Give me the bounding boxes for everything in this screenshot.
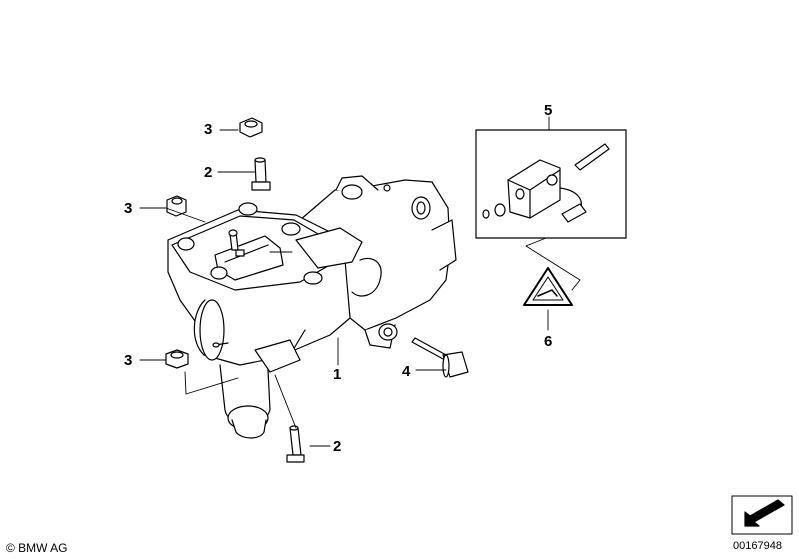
warning-label <box>523 267 573 306</box>
leader-lines <box>139 116 581 447</box>
bolt-top <box>251 157 271 191</box>
diagram-id: 00167948 <box>733 540 782 552</box>
hex-nut-top <box>239 117 263 138</box>
callout-5: 5 <box>544 102 553 119</box>
callout-2-bottom: 2 <box>333 438 342 455</box>
bolt-bottom <box>286 425 305 463</box>
copyright-text: © BMW AG <box>6 541 68 555</box>
callout-3-top: 3 <box>204 121 213 138</box>
callout-4: 4 <box>402 363 411 380</box>
callout-3-low: 3 <box>124 352 133 369</box>
steering-gear-box <box>167 175 457 439</box>
callout-2-top: 2 <box>204 164 213 181</box>
hex-nut-low <box>165 349 189 369</box>
hex-nut-mid <box>166 195 187 217</box>
callout-1: 1 <box>333 366 342 383</box>
sensor-kit <box>475 129 627 239</box>
bmw-arrow-icon <box>731 495 793 535</box>
callout-6: 6 <box>544 333 553 350</box>
flange-bolt <box>411 337 469 378</box>
callout-3-mid: 3 <box>124 200 133 217</box>
